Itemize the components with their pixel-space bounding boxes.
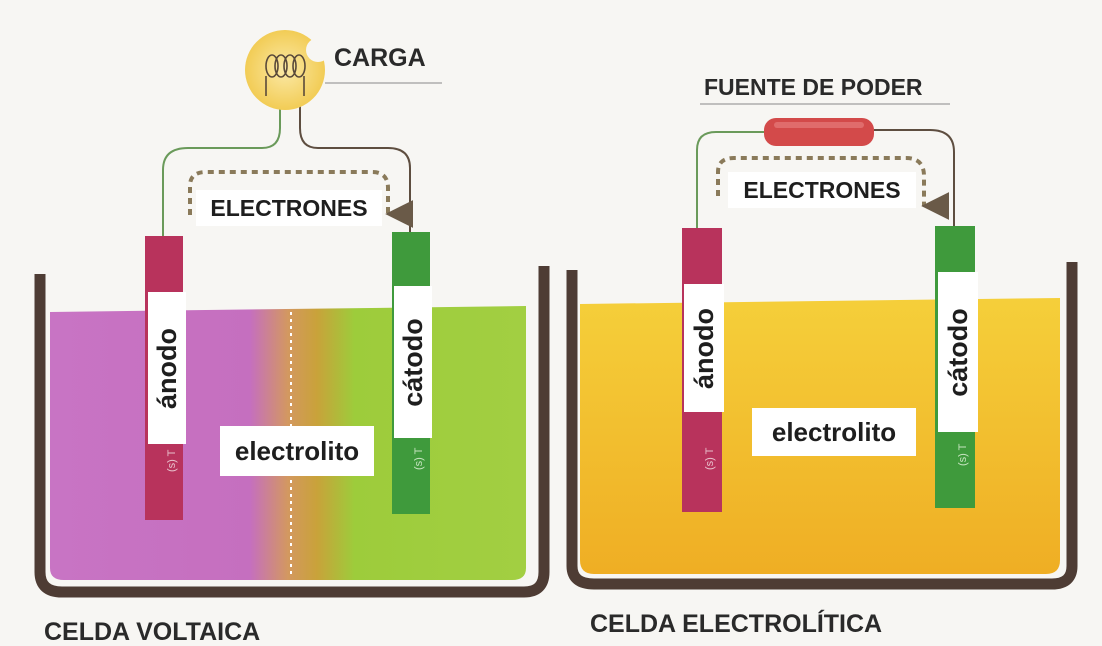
voltaic-anode-label: ánodo: [148, 292, 186, 444]
electrolytic-anode-label: ánodo: [684, 284, 724, 412]
voltaic-cell: (s) T (s) T: [34, 30, 550, 598]
svg-text:(s) T: (s) T: [166, 449, 178, 472]
electrolytic-cathode-label: cátodo: [938, 272, 978, 432]
electrolytic-wire-left: [696, 131, 764, 232]
svg-text:(s) T: (s) T: [704, 447, 716, 470]
filament-icon: [265, 54, 306, 96]
electrolytic-wire-right: [874, 129, 955, 228]
voltaic-electrolyte-label: electrolito: [220, 426, 374, 476]
voltaic-caption: CELDA VOLTAICA: [44, 618, 261, 646]
voltaic-wire-left: [162, 92, 281, 236]
electrolytic-electron-arrow: [716, 156, 950, 220]
electrolytic-electrons-label: ELECTRONES: [728, 172, 916, 208]
svg-text:(s) T: (s) T: [957, 443, 969, 466]
power-source-label: FUENTE DE PODER: [704, 74, 923, 100]
voltaic-cathode-label: cátodo: [394, 286, 432, 438]
voltaic-container: [34, 266, 550, 598]
electrolytic-caption: CELDA ELECTROLÍTICA: [590, 610, 883, 638]
voltaic-wire-right: [299, 92, 411, 232]
voltaic-electrons-label: ELECTRONES: [196, 190, 382, 226]
voltaic-electron-arrow: [188, 170, 414, 228]
electrolytic-electrolyte-label: electrolito: [752, 408, 916, 456]
electrolytic-container: [566, 262, 1078, 590]
load-label: CARGA: [334, 44, 426, 72]
svg-text:(s) T: (s) T: [413, 447, 425, 470]
